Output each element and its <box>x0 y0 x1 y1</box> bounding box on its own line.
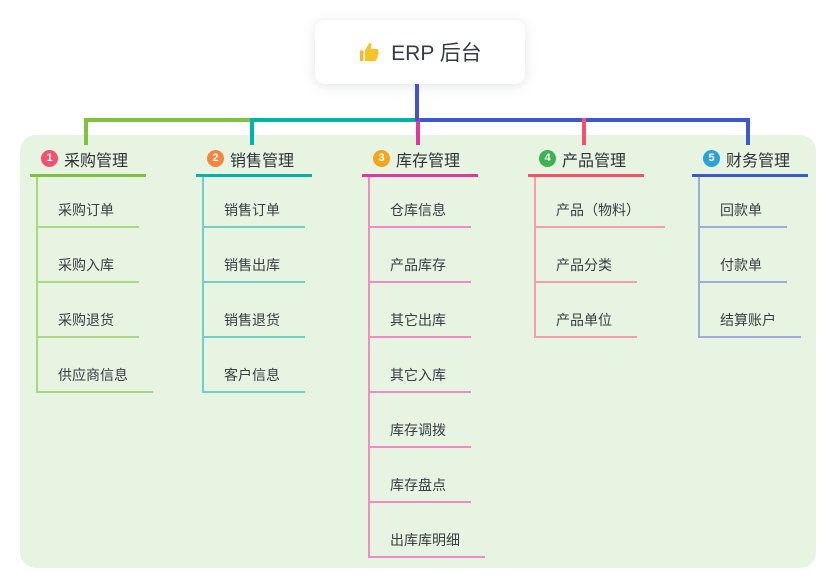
thumbs-up-icon <box>358 40 382 64</box>
branch-label: 销售管理 <box>230 152 295 170</box>
branch-1: 1 采购管理采购订单采购入库采购退货供应商信息 <box>30 143 153 393</box>
branch-label: 采购管理 <box>64 152 129 170</box>
node-label: 采购订单 <box>38 200 139 228</box>
mindmap-node[interactable]: 产品（物料） <box>536 177 665 228</box>
mindmap-node[interactable]: 其它入库 <box>370 338 485 393</box>
mindmap-node[interactable]: 仓库信息 <box>370 177 485 228</box>
branch-number-badge: 4 <box>539 150 556 167</box>
mindmap-node[interactable]: 销售出库 <box>204 228 312 283</box>
mindmap-node[interactable]: 客户信息 <box>204 338 312 393</box>
mindmap-node[interactable]: 采购退货 <box>38 283 153 338</box>
node-label: 销售出库 <box>204 255 305 283</box>
branch-4: 4 产品管理产品（物料） 产品分类产品单位 <box>528 143 665 338</box>
branch-number-badge: 2 <box>207 150 224 167</box>
branch-connector-drop <box>582 118 586 145</box>
root-node[interactable]: ERP 后台 <box>315 20 525 84</box>
node-label: 库存调拨 <box>370 420 471 448</box>
mindmap-node[interactable]: 其它出库 <box>370 283 485 338</box>
node-label: 结算账户 <box>700 310 801 338</box>
branches-panel <box>20 135 816 568</box>
node-label: 出库库明细 <box>370 530 485 558</box>
branch-label: 财务管理 <box>726 152 791 170</box>
branch-number-badge: 3 <box>373 150 390 167</box>
branch-connector-line <box>250 118 421 122</box>
node-label: 产品分类 <box>536 255 637 283</box>
node-label: 产品（物料） <box>536 200 665 228</box>
node-label: 产品单位 <box>536 310 637 338</box>
branch-3: 3 库存管理仓库信息产品库存其它出库其它入库库存调拨库存盘点出库库明细 <box>362 143 485 558</box>
node-label: 仓库信息 <box>370 200 471 228</box>
mindmap-node[interactable]: 供应商信息 <box>38 338 153 393</box>
branch-5: 5 财务管理回款单付款单结算账户 <box>692 143 808 338</box>
node-label: 库存盘点 <box>370 475 471 503</box>
mindmap-node[interactable]: 出库库明细 <box>370 503 485 558</box>
branch-number-badge: 5 <box>703 150 720 167</box>
root-connector-line <box>415 84 419 121</box>
node-label: 供应商信息 <box>38 365 153 393</box>
mindmap-node[interactable]: 产品库存 <box>370 228 485 283</box>
branch-header[interactable]: 1 采购管理 <box>30 143 146 177</box>
node-label: 销售订单 <box>204 200 305 228</box>
node-label: 采购入库 <box>38 255 139 283</box>
branch-label: 库存管理 <box>396 152 461 170</box>
mindmap-node[interactable]: 产品单位 <box>536 283 665 338</box>
node-label: 付款单 <box>700 255 787 283</box>
mindmap-node[interactable]: 产品分类 <box>536 228 665 283</box>
branch-items: 仓库信息产品库存其它出库其它入库库存调拨库存盘点出库库明细 <box>368 177 485 558</box>
mindmap-node[interactable]: 库存盘点 <box>370 448 485 503</box>
node-label: 产品库存 <box>370 255 471 283</box>
branch-header[interactable]: 2 销售管理 <box>196 143 312 177</box>
mindmap-node[interactable]: 销售订单 <box>204 177 312 228</box>
node-label: 销售退货 <box>204 310 305 338</box>
branch-connector-drop <box>250 118 254 145</box>
branch-connector-drop <box>84 118 88 145</box>
branch-items: 回款单付款单结算账户 <box>698 177 808 338</box>
mindmap-node[interactable]: 销售退货 <box>204 283 312 338</box>
branch-header[interactable]: 5 财务管理 <box>692 143 808 177</box>
branch-items: 产品（物料） 产品分类产品单位 <box>534 177 665 338</box>
mindmap-node[interactable]: 采购订单 <box>38 177 153 228</box>
mindmap-node[interactable]: 结算账户 <box>700 283 808 338</box>
node-label: 其它入库 <box>370 365 471 393</box>
mindmap-node[interactable]: 付款单 <box>700 228 808 283</box>
branch-number-badge: 1 <box>41 150 58 167</box>
node-label: 回款单 <box>700 200 787 228</box>
branch-label: 产品管理 <box>562 152 627 170</box>
root-label: ERP 后台 <box>391 42 482 65</box>
branch-connector-drop <box>416 118 420 145</box>
branch-items: 销售订单销售出库销售退货客户信息 <box>202 177 312 393</box>
mindmap-node[interactable]: 采购入库 <box>38 228 153 283</box>
mindmap-node[interactable]: 回款单 <box>700 177 808 228</box>
mindmap-node[interactable]: 库存调拨 <box>370 393 485 448</box>
branch-connector-drop <box>746 118 750 145</box>
branch-header[interactable]: 4 产品管理 <box>528 143 644 177</box>
branch-2: 2 销售管理销售订单销售出库销售退货客户信息 <box>196 143 312 393</box>
branch-items: 采购订单采购入库采购退货供应商信息 <box>36 177 153 393</box>
branch-header[interactable]: 3 库存管理 <box>362 143 478 177</box>
node-label: 采购退货 <box>38 310 139 338</box>
node-label: 客户信息 <box>204 365 305 393</box>
node-label: 其它出库 <box>370 310 471 338</box>
